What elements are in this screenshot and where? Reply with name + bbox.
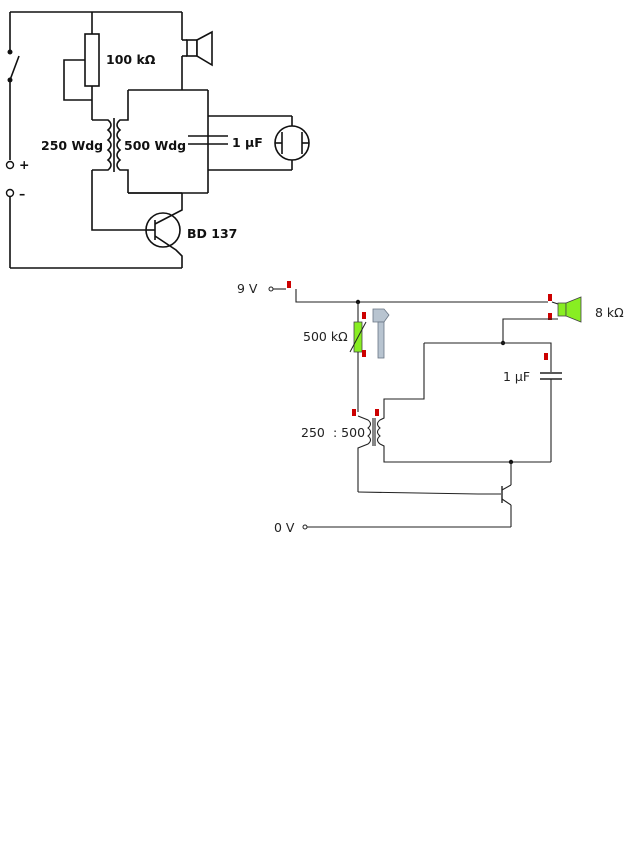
speaker-8k-cone xyxy=(565,296,582,323)
plus-terminal-label: + xyxy=(19,157,29,172)
potentiometer-100k[interactable] xyxy=(84,33,100,87)
transformer-ratio-left: 250 xyxy=(301,425,325,440)
slider-track[interactable] xyxy=(377,321,385,359)
transistor-collector xyxy=(154,193,183,225)
slider-handle[interactable] xyxy=(372,308,390,323)
transistor-collector xyxy=(501,484,512,491)
probe-marker xyxy=(362,312,366,319)
pot-500k-arrow xyxy=(349,321,367,353)
speaker-lead-a xyxy=(551,301,559,305)
potentiometer-500k-label: 500 kΩ xyxy=(303,329,348,344)
pot-wiper-wire xyxy=(63,59,92,101)
minus-terminal[interactable] xyxy=(5,188,15,198)
probe-marker xyxy=(352,409,356,416)
probe-marker xyxy=(362,350,366,357)
primary-winding-label: 250 Wdg xyxy=(41,138,103,153)
secondary-top-wire xyxy=(424,342,552,372)
primary-to-base-wire xyxy=(91,170,146,231)
speaker-label: 8 kΩ xyxy=(595,305,624,320)
switch-contact-top xyxy=(7,49,13,55)
probe-marker xyxy=(287,281,291,288)
top-schematic: + – 100 kΩ 250 Wdg 500 Wdg 1 µF xyxy=(5,11,310,269)
capacitor-1uf-label: 1 µF xyxy=(503,369,530,384)
ground-terminal[interactable] xyxy=(302,524,308,530)
secondary-winding xyxy=(376,414,551,463)
capacitor-label: 1 µF xyxy=(232,135,263,150)
supply-terminal[interactable] xyxy=(268,286,274,292)
probe-marker xyxy=(548,313,552,320)
switch[interactable] xyxy=(9,55,20,81)
speaker-cone xyxy=(196,30,213,67)
speaker-return-wire xyxy=(502,318,558,343)
probe-marker xyxy=(375,409,379,416)
bottom-schematic: 9 V 8 kΩ 500 kΩ 250 : xyxy=(237,281,624,535)
speaker xyxy=(186,39,198,57)
transistor-emitter xyxy=(501,498,512,506)
primary-winding xyxy=(92,119,112,171)
transistor-emitter xyxy=(154,235,183,268)
primary-winding xyxy=(357,415,372,492)
plus-terminal[interactable] xyxy=(5,160,15,170)
minus-terminal-label: – xyxy=(19,186,25,201)
transistor-label: BD 137 xyxy=(187,226,237,241)
supply-label: 9 V xyxy=(237,281,258,296)
ground-label: 0 V xyxy=(274,520,295,535)
probe-marker xyxy=(544,353,548,360)
probe-marker xyxy=(548,294,552,301)
transformer-ratio-right: : 500 xyxy=(333,425,365,440)
secondary-feed-wire xyxy=(383,343,425,414)
secondary-winding-label: 500 Wdg xyxy=(124,138,186,153)
secondary-winding xyxy=(116,90,129,193)
potentiometer-100k-label: 100 kΩ xyxy=(106,52,156,67)
base-wire xyxy=(357,491,479,495)
speaker-8k xyxy=(557,302,567,317)
supply-rail xyxy=(295,289,548,303)
